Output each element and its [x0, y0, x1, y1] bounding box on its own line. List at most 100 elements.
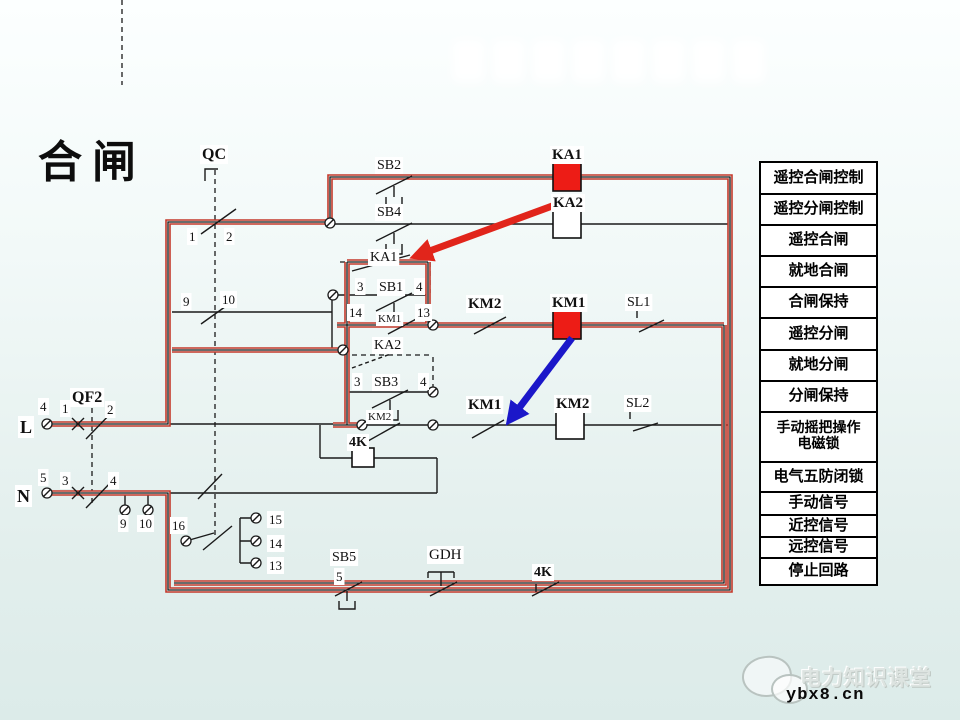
terminal: [427, 419, 439, 431]
terminal: [41, 487, 53, 499]
label-km1-nc: KM1: [468, 397, 501, 413]
ka2-no-contact: [351, 351, 397, 369]
watermark: 电力知识课堂 ybx8.cn: [738, 650, 953, 714]
labels: QC 1 2 9 10 SB2 KA1 SB4 KA2 KA1 3 SB1 4 …: [15, 145, 653, 585]
label-num: 14: [349, 305, 363, 320]
gdh-contact: [427, 571, 458, 597]
legend-table: 遥控合闸控制 遥控分闸控制 遥控合闸 就地合闸 合闸保持 遥控分闸 就地分闸 分…: [759, 161, 878, 586]
blue-arrow-km1: [505, 335, 575, 426]
selector-arm: [202, 525, 233, 551]
label-4k-contact: 4K: [534, 565, 552, 580]
red-arrow-ka1: [409, 194, 576, 262]
sb5-button: [334, 581, 363, 610]
label-sl1: SL1: [627, 295, 650, 310]
page-title: 合闸: [38, 138, 146, 187]
label-n: N: [17, 486, 30, 506]
label-num: 13: [269, 558, 282, 573]
label-num: 4: [420, 374, 427, 389]
label-sb3: SB3: [374, 375, 398, 390]
label-num: 1: [62, 401, 69, 416]
km1-nc-contact: [471, 419, 505, 439]
label-num: 4: [110, 473, 117, 488]
label-4k-coil: 4K: [349, 435, 367, 450]
label-gdh: GDH: [429, 547, 462, 563]
relay-coils: [351, 162, 585, 468]
label-km2-aux: KM2: [368, 411, 391, 423]
label-num: 9: [183, 294, 190, 309]
label-km2-coil: KM2: [556, 396, 589, 412]
terminal: [427, 386, 439, 398]
km2-aux-contact: [367, 422, 401, 442]
terminals: [41, 217, 439, 569]
label-ka2-coil: KA2: [553, 195, 583, 211]
legend-row: 遥控合闸控制: [761, 163, 876, 195]
legend-row: 远控信号: [761, 538, 876, 559]
chat-bubble-icon: [771, 674, 808, 704]
qc-handle-icon: [204, 168, 218, 181]
terminal: [324, 217, 336, 229]
label-num: 13: [417, 305, 430, 320]
label-num: 2: [107, 402, 114, 417]
label-num: 4: [416, 279, 423, 294]
label-num: 14: [269, 536, 283, 551]
legend-row: 电气五防闭锁: [761, 463, 876, 493]
ka1-coil: [552, 162, 582, 192]
legend-row: 手动摇把操作 电磁锁: [761, 413, 876, 463]
label-qf2: QF2: [72, 389, 102, 406]
km1-aux-contact: [387, 316, 421, 335]
brand-name: 电力知识课堂: [800, 667, 932, 690]
label-num: 10: [139, 516, 152, 531]
red-highlight-paths: [47, 174, 733, 593]
label-num: 1: [189, 229, 196, 244]
sb2-button: [375, 175, 413, 208]
label-km2-nc: KM2: [468, 296, 501, 312]
terminal: [41, 418, 53, 430]
qc-contact-lower: [197, 473, 223, 500]
label-km1-coil: KM1: [552, 295, 585, 311]
legend-row: 近控信号: [761, 516, 876, 538]
legend-row: 手动信号: [761, 493, 876, 516]
legend-row: 遥控分闸: [761, 319, 876, 351]
terminal: [327, 289, 339, 301]
terminal: [142, 504, 154, 516]
label-l: L: [20, 417, 32, 437]
label-ka1-contact: KA1: [370, 250, 397, 265]
terminal: [180, 535, 192, 547]
4k-contact: [531, 581, 560, 597]
terminal: [337, 344, 349, 356]
terminal: [356, 419, 368, 431]
label-num: 3: [62, 473, 69, 488]
terminal: [250, 535, 262, 547]
label-sl2: SL2: [626, 396, 649, 411]
legend-row: 就地分闸: [761, 351, 876, 382]
legend-row: 分闸保持: [761, 382, 876, 413]
label-sb2: SB2: [377, 158, 401, 173]
km2-nc-contact: [473, 316, 507, 335]
label-num: 2: [226, 229, 233, 244]
qc-contact-1-2: [200, 208, 237, 235]
terminal: [427, 319, 439, 331]
legend-row: 合闸保持: [761, 288, 876, 319]
km2-coil: [555, 410, 585, 440]
ka2-coil: [552, 209, 582, 239]
legend-row: 就地合闸: [761, 257, 876, 288]
label-ka2-contact: KA2: [374, 338, 401, 353]
legend-row: 遥控分闸控制: [761, 195, 876, 226]
label-sb5: SB5: [332, 550, 356, 565]
terminal: [119, 504, 131, 516]
site-url: ybx8.cn: [786, 686, 865, 705]
legend-row: 停止回路: [788, 563, 849, 580]
ka2-contact-dashed: [352, 354, 434, 387]
terminal: [250, 512, 262, 524]
label-num: 10: [222, 292, 235, 307]
label-sb1: SB1: [379, 280, 403, 295]
km1-coil: [552, 310, 582, 340]
label-num: 3: [357, 279, 364, 294]
label-num: 3: [354, 374, 361, 389]
label-num: 15: [269, 512, 282, 527]
label-ka1-coil: KA1: [552, 147, 582, 163]
label-num: 5: [40, 470, 47, 485]
label-num: 9: [120, 516, 127, 531]
